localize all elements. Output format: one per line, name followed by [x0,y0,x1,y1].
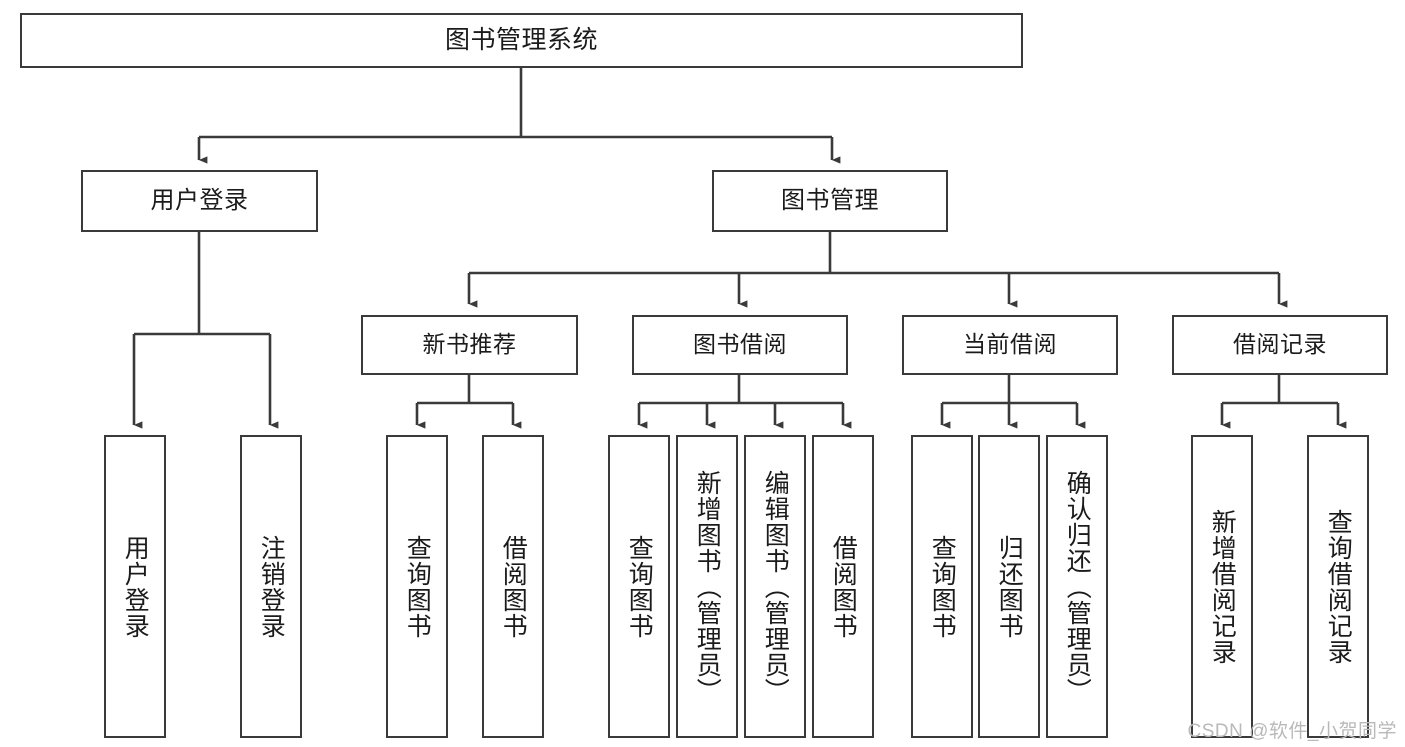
node-label: 新增借阅记录 [1208,508,1237,665]
node-label: 图书借阅 [693,331,787,358]
node-book-borrow[interactable]: 图书借阅 [632,315,848,375]
node-current-borrow[interactable]: 当前借阅 [902,315,1118,375]
node-label: 新增图书（管理员） [693,469,722,704]
node-label: 查询图书 [928,534,957,639]
node-book-management[interactable]: 图书管理 [712,170,948,232]
node-label: 借阅图书 [499,534,528,639]
node-label: 当前借阅 [963,331,1057,358]
node-leaf-borrow-book[interactable]: 借阅图书 [812,435,874,738]
node-new-book-recommend[interactable]: 新书推荐 [361,315,578,375]
node-leaf-query-book-current[interactable]: 查询图书 [911,435,973,738]
watermark-text: CSDN @软件_小贺同学 [1187,721,1397,742]
node-user-login[interactable]: 用户登录 [81,170,318,232]
node-label: 编辑图书（管理员） [761,469,790,704]
node-label: 图书管理系统 [444,25,598,54]
node-label: 查询图书 [625,534,654,639]
node-leaf-edit-book-admin[interactable]: 编辑图书（管理员） [744,435,806,738]
node-root-book-management-system[interactable]: 图书管理系统 [20,13,1023,68]
node-label: 用户登录 [121,534,150,639]
node-label: 新书推荐 [422,331,517,358]
node-label: 注销登录 [257,534,286,639]
node-label: 借阅图书 [829,534,858,639]
node-label: 查询借阅记录 [1324,508,1353,665]
node-label: 借阅记录 [1233,331,1327,358]
node-leaf-query-book-recommend[interactable]: 查询图书 [386,435,448,738]
node-label: 确认归还（管理员） [1063,469,1092,704]
node-label: 用户登录 [150,186,249,214]
node-leaf-logout[interactable]: 注销登录 [240,435,302,738]
node-leaf-query-borrow-record[interactable]: 查询借阅记录 [1307,435,1369,738]
node-leaf-confirm-return-admin[interactable]: 确认归还（管理员） [1046,435,1108,738]
node-leaf-user-login[interactable]: 用户登录 [104,435,166,738]
node-leaf-query-book-borrow[interactable]: 查询图书 [608,435,670,738]
node-leaf-return-book[interactable]: 归还图书 [978,435,1040,738]
node-borrow-record[interactable]: 借阅记录 [1172,315,1388,375]
node-leaf-add-borrow-record[interactable]: 新增借阅记录 [1191,435,1253,738]
node-leaf-borrow-book-recommend[interactable]: 借阅图书 [482,435,544,738]
node-leaf-add-book-admin[interactable]: 新增图书（管理员） [676,435,738,738]
node-label: 归还图书 [995,534,1024,639]
node-label: 图书管理 [781,186,879,214]
node-label: 查询图书 [403,534,432,639]
